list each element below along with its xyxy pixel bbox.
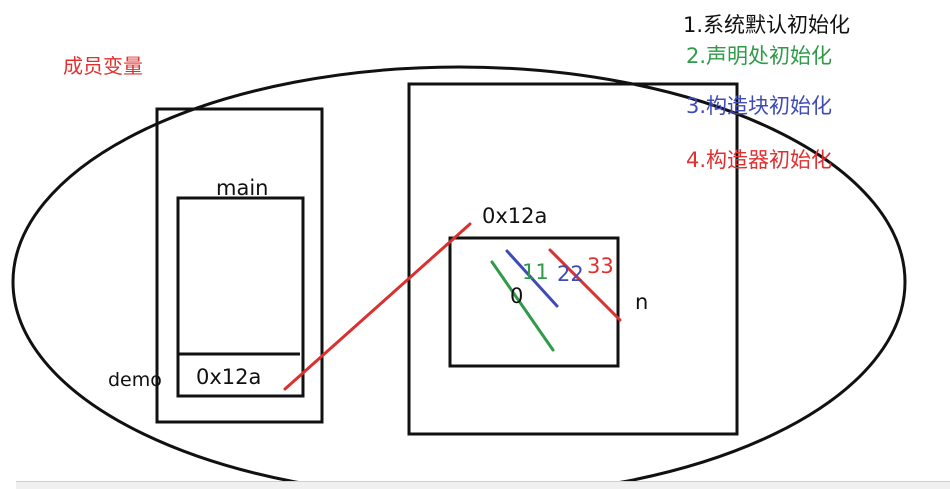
field-name-label: n [635,290,649,314]
init-step-3: 3.构造块初始化 [686,94,833,118]
memory-ellipse [11,65,907,488]
main-frame-label: main [216,176,269,200]
stack-region-box [155,107,324,424]
value-default: 0 [510,284,524,308]
green-strike-line [490,260,555,352]
init-step-1: 1.系统默认初始化 [683,13,851,37]
reference-pointer-line [283,222,472,391]
init-step-2: 2.声明处初始化 [686,44,833,68]
object-address-label: 0x12a [482,204,548,228]
object-box [448,236,620,368]
member-variable-title: 成员变量 [63,54,143,78]
demo-variable-label: demo [108,369,162,391]
init-step-4: 4.构造器初始化 [686,148,833,172]
value-init-block: 22 [557,262,584,286]
horizontal-scrollbar[interactable] [16,481,950,489]
main-frame-box [176,196,305,398]
demo-variable-value: 0x12a [196,365,262,389]
heap-region-box [407,82,739,436]
value-declaration: 11 [522,260,549,284]
red-strike-line [548,248,622,322]
blue-strike-line [505,249,559,308]
value-constructor: 33 [587,254,614,278]
